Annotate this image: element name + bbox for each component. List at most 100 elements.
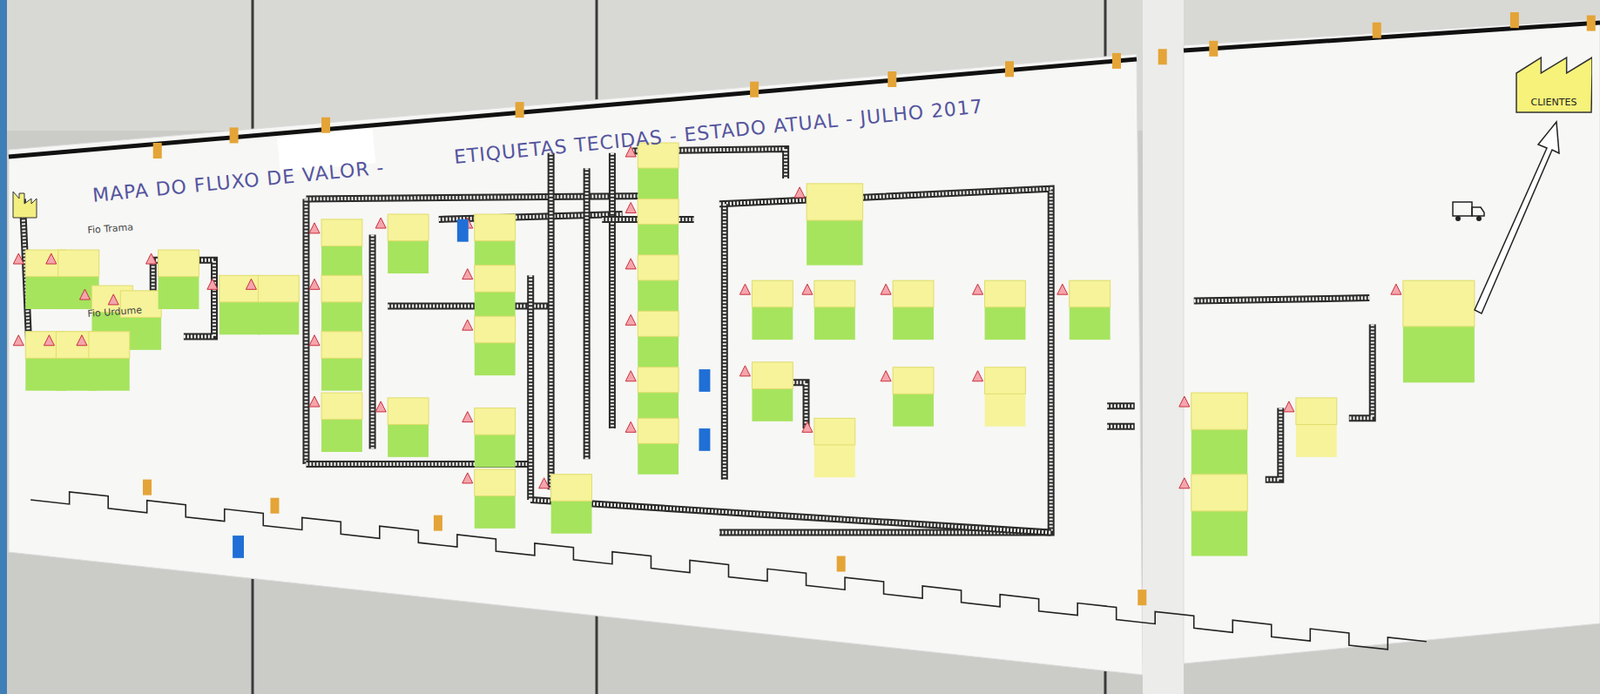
tape — [229, 127, 239, 143]
sticky-green — [892, 280, 934, 340]
sticky-note — [972, 280, 1027, 340]
flow-line-edge — [305, 195, 653, 200]
kanban-card — [457, 219, 469, 243]
sticky-yellow — [1191, 474, 1248, 512]
sticky-yellow — [751, 362, 793, 390]
sticky-note — [625, 142, 679, 199]
supplier-icon — [13, 191, 37, 218]
frame-edge — [0, 0, 7, 694]
paper-sheet — [8, 54, 1143, 676]
customer-factory: CLIENTES — [1515, 54, 1593, 114]
sticky-yellow — [751, 280, 793, 308]
tape — [1208, 40, 1218, 57]
inventory-triangle — [1179, 478, 1190, 489]
tape — [1586, 15, 1596, 32]
tape — [1112, 53, 1121, 69]
flow-line-edge — [547, 153, 555, 491]
sticky-note — [880, 280, 934, 340]
sticky-note — [245, 275, 299, 335]
flow-line-edge — [369, 234, 377, 449]
inventory-triangle — [462, 269, 473, 280]
sticky-yellow — [474, 265, 516, 293]
sticky-note — [880, 367, 934, 427]
sticky-note — [739, 280, 793, 340]
sticky-yellow — [158, 249, 200, 277]
flow-line-stripe — [549, 153, 554, 491]
inventory-triangle — [79, 289, 90, 300]
inventory-triangle — [245, 278, 257, 290]
inventory-triangle — [625, 421, 636, 433]
inventory-triangle — [309, 335, 320, 346]
tape — [1158, 48, 1168, 65]
flow-line — [611, 153, 613, 429]
sticky-green — [637, 142, 679, 199]
sticky-yellow — [1191, 392, 1248, 430]
sticky-green — [892, 367, 934, 427]
flow-line — [719, 189, 1052, 534]
inventory-triangle — [802, 421, 813, 433]
sticky-yellow — [806, 183, 863, 221]
sticky-green — [1191, 392, 1248, 475]
shipment-arrow — [1474, 121, 1560, 314]
sticky-green — [814, 418, 856, 478]
pillar — [1142, 0, 1184, 694]
sticky-green — [637, 255, 679, 311]
tape — [153, 142, 163, 159]
sticky-yellow — [58, 249, 100, 277]
tape — [1372, 22, 1382, 39]
flow-line-edge — [387, 302, 551, 310]
sticky-yellow — [321, 392, 363, 420]
inventory-triangle — [375, 401, 386, 412]
sticky-yellow — [257, 275, 299, 303]
sticky-green — [751, 280, 793, 340]
inventory-triangle — [207, 278, 218, 290]
sticky-note — [309, 275, 363, 335]
kanban-card — [232, 535, 244, 559]
sticky-note — [625, 418, 679, 474]
sticky-note — [375, 214, 429, 274]
sticky-yellow — [219, 275, 261, 303]
sticky-green — [88, 331, 130, 392]
flow-line-stripe — [610, 153, 615, 429]
sticky-green — [1403, 280, 1475, 383]
sticky-note — [1179, 474, 1248, 557]
sticky-yellow — [387, 398, 429, 426]
sticky-green — [985, 367, 1027, 427]
inventory-triangle — [309, 396, 320, 407]
tape — [270, 498, 279, 514]
sticky-yellow — [1403, 280, 1475, 327]
sticky-yellow — [985, 367, 1027, 395]
flow-line-edge — [1265, 408, 1282, 480]
kanban-card — [699, 369, 711, 392]
sticky-green — [751, 362, 793, 422]
inventory-triangle — [462, 472, 473, 484]
inventory-triangle — [462, 319, 473, 331]
sticky-green — [257, 275, 299, 335]
sticky-note — [625, 255, 679, 311]
sticky-note — [462, 316, 516, 376]
kanban-card — [699, 428, 711, 452]
sticky-yellow — [474, 214, 516, 242]
sticky-note — [309, 331, 363, 392]
sticky-green — [551, 474, 593, 534]
inventory-triangle — [108, 294, 119, 305]
inventory-triangle — [13, 335, 24, 346]
flow-line-stripe — [719, 189, 1052, 534]
sticky-note — [309, 219, 363, 279]
sticky-yellow — [637, 310, 679, 337]
sticky-yellow — [474, 316, 516, 344]
sticky-yellow — [88, 331, 130, 359]
flow-line — [550, 153, 552, 491]
flow-line-stripe — [1349, 324, 1373, 419]
sticky-green — [474, 408, 516, 468]
sticky-note — [625, 310, 679, 367]
inventory-triangle — [309, 278, 320, 290]
sticky-green — [637, 367, 679, 424]
sticky-note — [462, 214, 516, 274]
sticky-yellow — [985, 280, 1027, 308]
inventory-triangle — [309, 222, 320, 234]
sticky-green — [474, 316, 516, 376]
factory-shape — [1516, 57, 1593, 113]
sticky-yellow — [637, 367, 679, 393]
sticky-green — [814, 280, 856, 340]
